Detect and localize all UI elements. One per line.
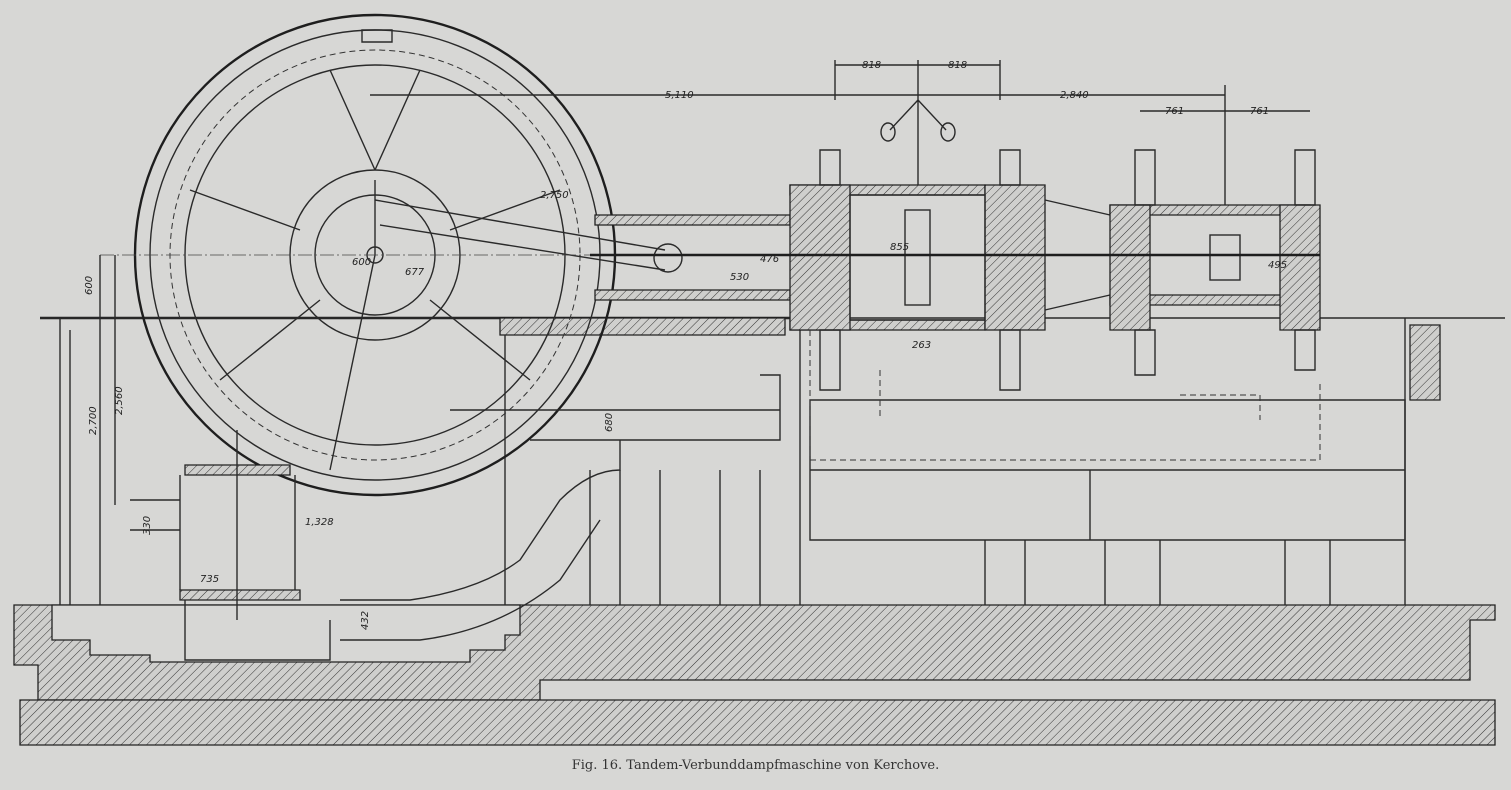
dim-1328: 1,328 [305, 517, 334, 528]
dim-5110: 5,110 [665, 90, 694, 101]
dim-2840: 2,840 [1060, 90, 1089, 101]
dim-530: 530 [730, 272, 749, 283]
dim-2700: 2,700 [88, 406, 99, 435]
dim-855: 855 [890, 242, 909, 253]
governor [880, 75, 956, 185]
valve-bonnets [819, 149, 1316, 391]
dim-680: 680 [604, 413, 615, 432]
dim-600-crank: 600 [352, 257, 371, 268]
dim-677: 677 [405, 267, 425, 278]
foundation [13, 316, 1505, 746]
figure-caption: Fig. 16. Tandem-Verbunddampfmaschine von… [571, 758, 940, 773]
air-pump [130, 330, 1321, 661]
dim-761-left: 761 [1165, 106, 1184, 117]
dim-600-shaft: 600 [84, 276, 95, 295]
dim-263: 263 [912, 340, 931, 351]
dim-495: 495 [1268, 260, 1287, 271]
dim-735: 735 [200, 574, 219, 585]
dim-2750: 2,750 [540, 190, 569, 201]
dimension-lines [99, 60, 1310, 605]
dim-818-right: 818 [948, 60, 967, 71]
dim-330: 330 [142, 516, 153, 535]
cylinders [590, 75, 1321, 391]
dim-2560: 2,560 [114, 386, 125, 415]
dimension-labels: 5,110 2,840 818 818 761 761 2,750 600 67… [84, 60, 1287, 630]
dim-761-right: 761 [1250, 106, 1269, 117]
dim-476: 476 [760, 254, 779, 265]
dim-818-left: 818 [862, 60, 881, 71]
dim-432: 432 [360, 611, 371, 630]
